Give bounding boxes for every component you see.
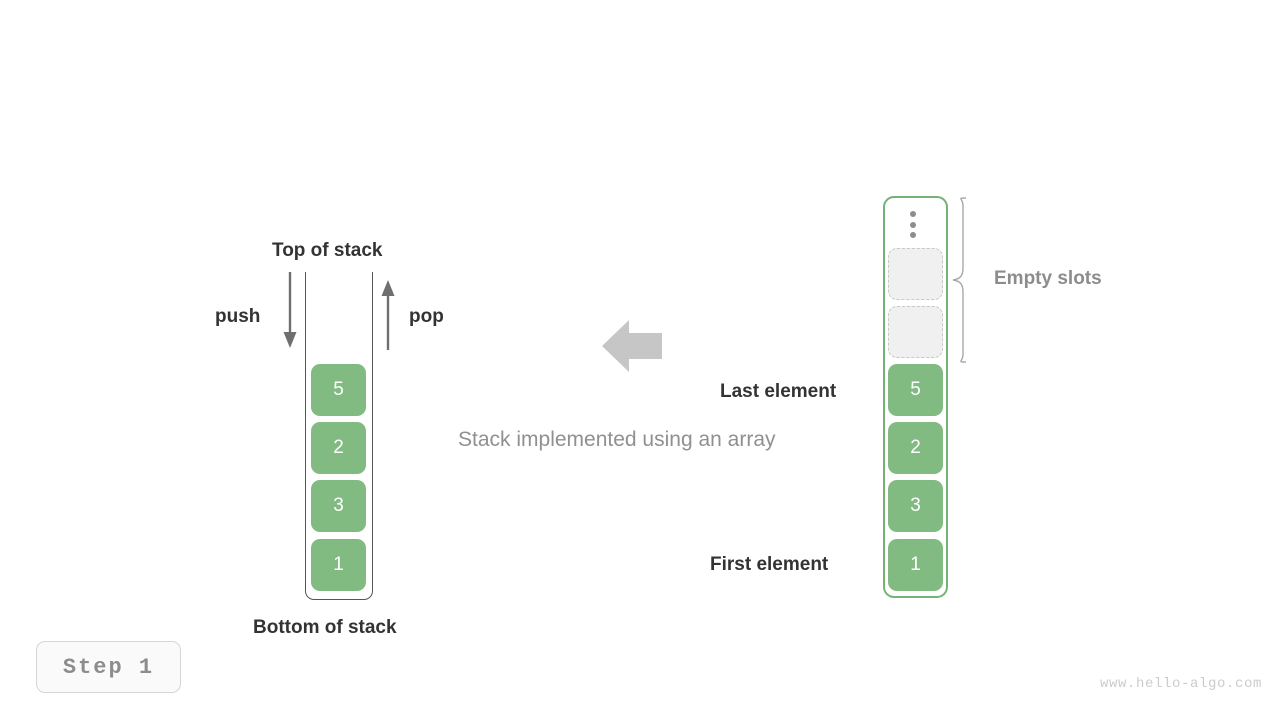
push-arrow-down-icon [283,272,297,348]
stack-element: 5 [311,364,366,416]
arrow-left-icon [602,320,662,372]
first-element-label: First element [710,554,829,575]
stack-element: 2 [311,422,366,474]
empty-slot [888,306,943,358]
vertical-dots-icon [910,211,917,238]
array-element: 3 [888,480,943,532]
diagram-caption: Stack implemented using an array [458,428,776,451]
bottom-of-stack-label: Bottom of stack [253,617,397,638]
array-element: 2 [888,422,943,474]
watermark: www.hello-algo.com [1099,676,1262,692]
empty-slots-brace [952,197,967,363]
stack-element: 3 [311,480,366,532]
stack-container [305,272,373,600]
last-element-label: Last element [720,381,837,402]
array-element: 5 [888,364,943,416]
top-of-stack-label: Top of stack [272,240,383,261]
array-element: 1 [888,539,943,591]
empty-slots-label: Empty slots [994,268,1102,289]
empty-slot [888,248,943,300]
pop-label: pop [409,306,444,327]
pop-arrow-up-icon [381,280,395,350]
stack-element: 1 [311,539,366,591]
push-label: push [215,306,261,327]
step-badge: Step 1 [36,641,181,693]
